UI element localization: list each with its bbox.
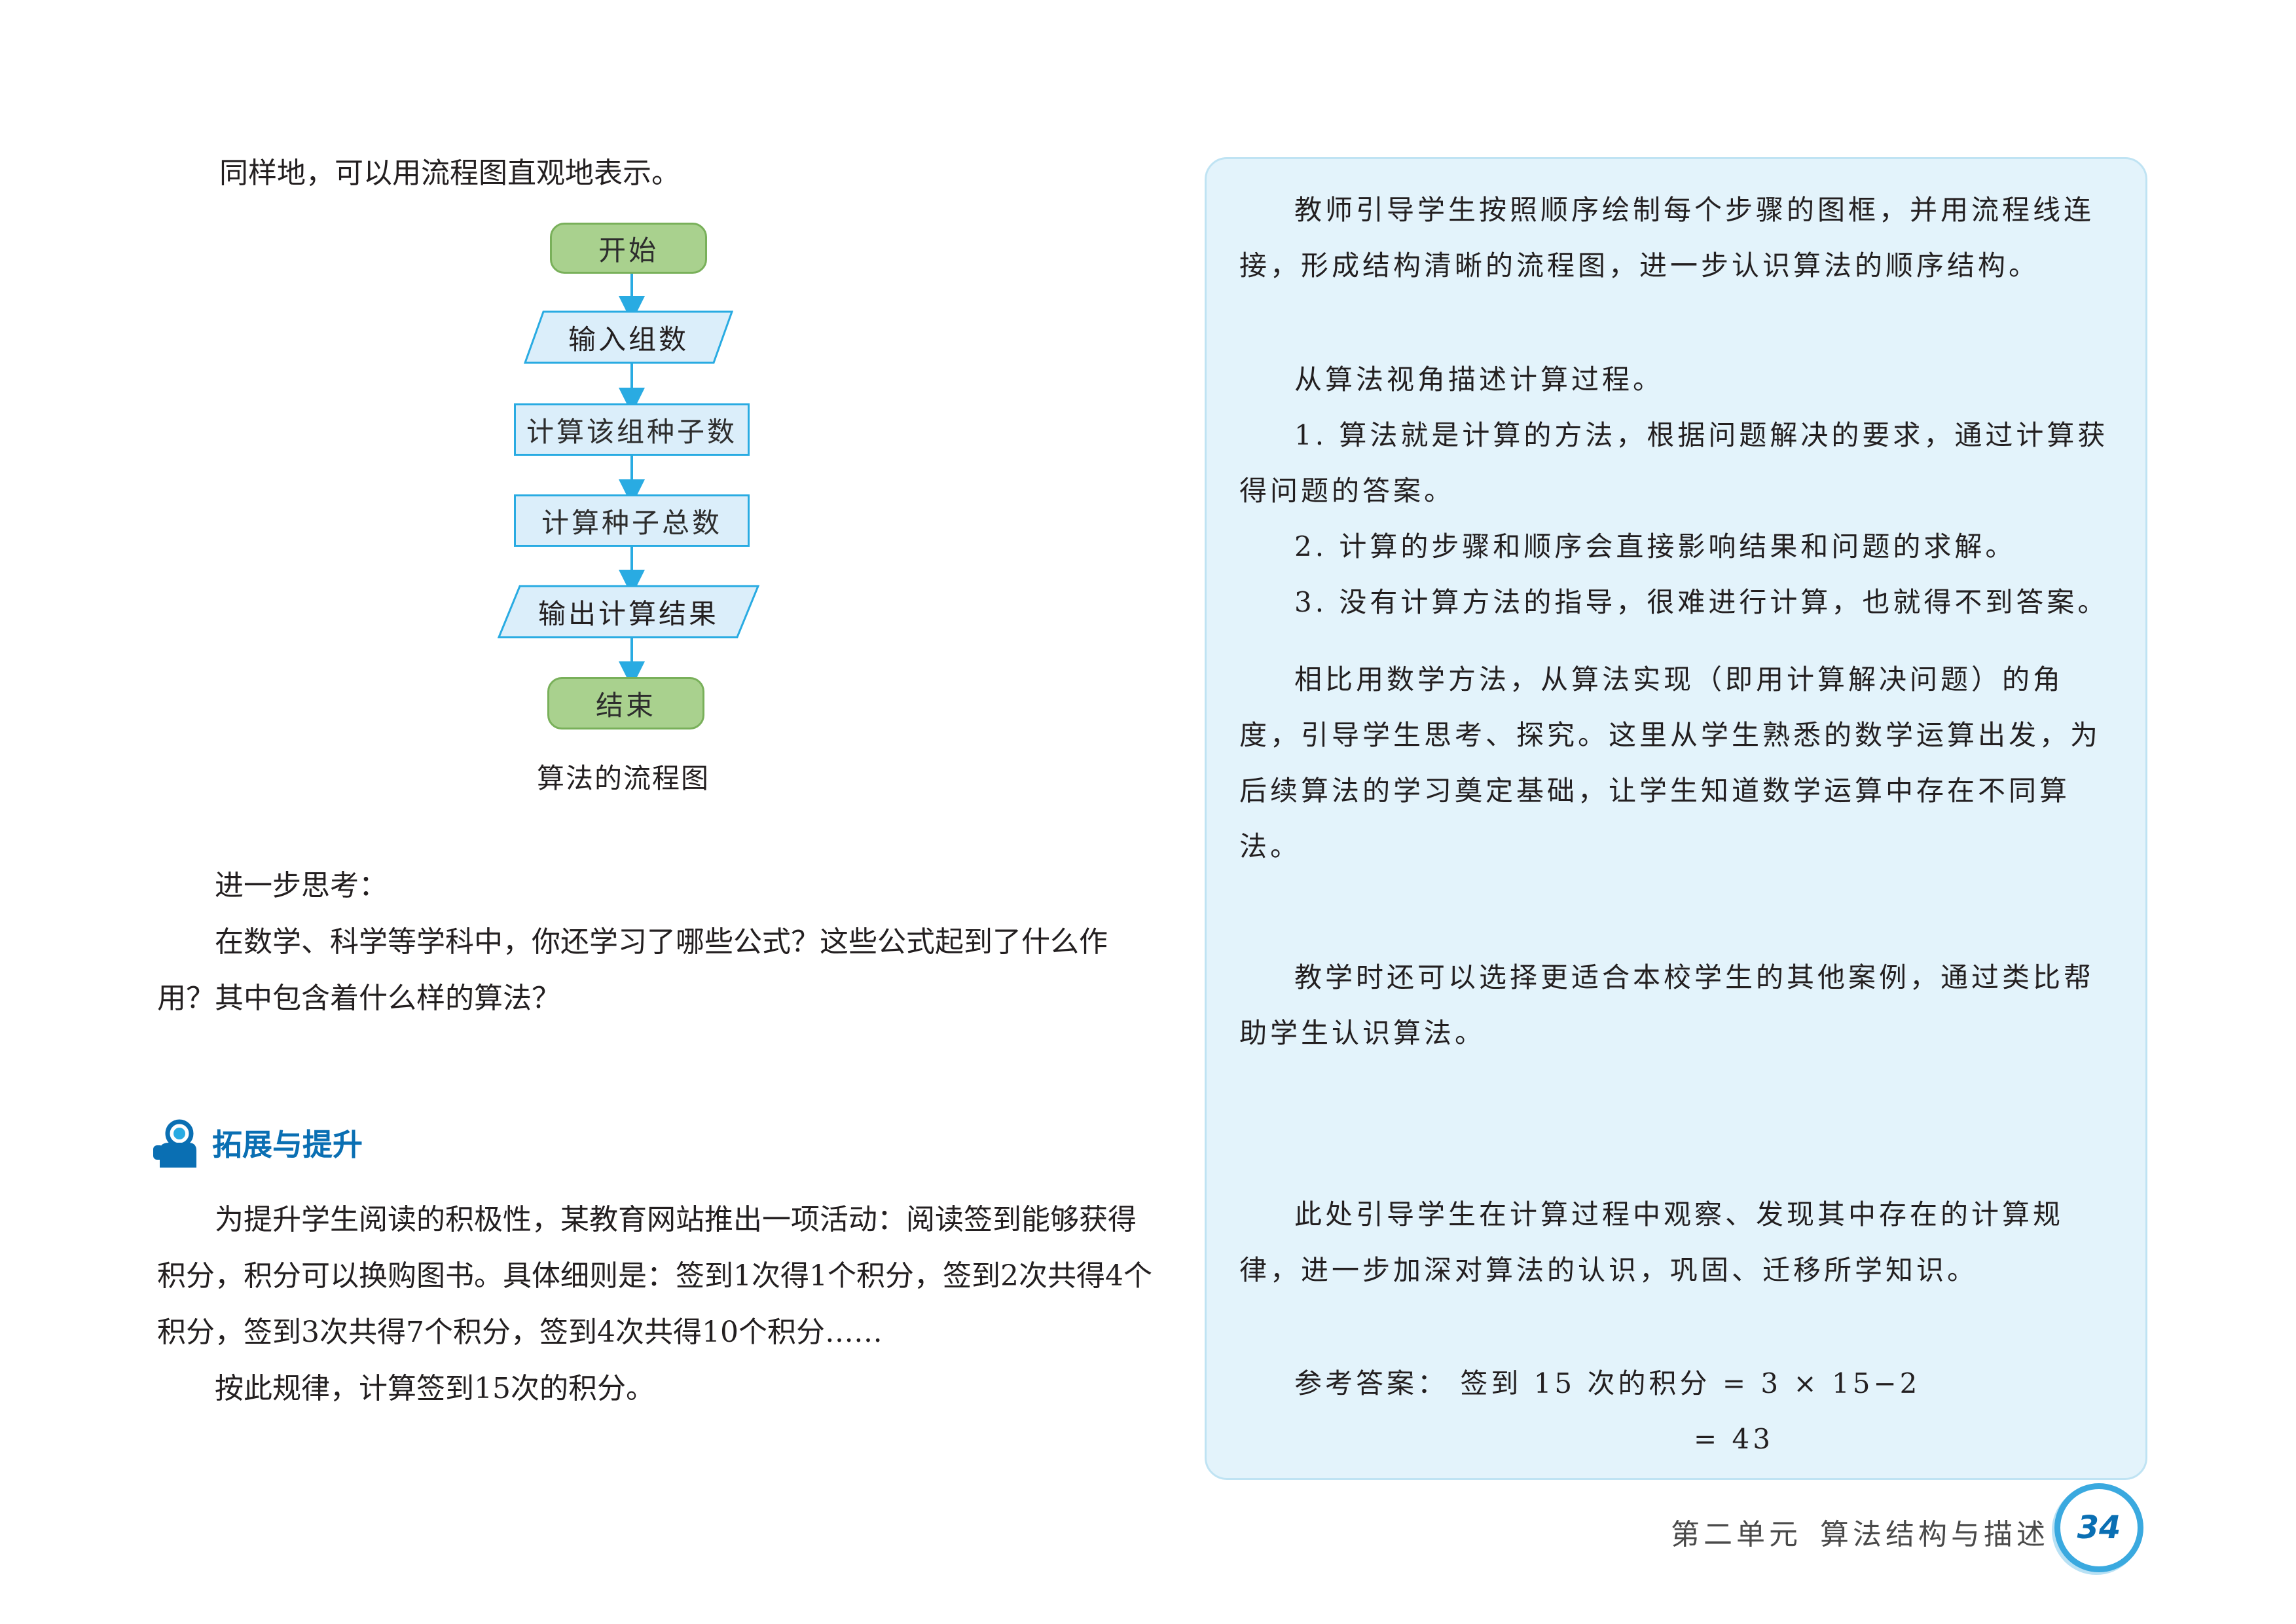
flowchart-step-1-label: 计算该组种子数 <box>526 415 737 448</box>
problem-paragraph-2: 按此规律，计算签到15次的积分。 <box>215 1372 655 1405</box>
flowchart-start-label: 开始 <box>598 234 659 267</box>
page-number-badge: 34 <box>2054 1483 2143 1572</box>
flowchart-end-label: 结束 <box>595 689 656 722</box>
answer-line-2: = 43 <box>1694 1423 1774 1455</box>
note-p7: 教学时还可以选择更适合本校学生的其他案例，通过类比帮助学生认识算法。 <box>1239 961 2095 1049</box>
flowchart-step-2-label: 计算种子总数 <box>541 506 722 539</box>
section-title: 拓展与提升 <box>212 1127 363 1162</box>
flowchart-caption: 算法的流程图 <box>537 762 710 794</box>
note-p4: 2. 计算的步骤和顺序会直接影响结果和问题的求解。 <box>1294 530 2016 563</box>
footer-unit: 第二单元 <box>1671 1518 1802 1551</box>
notes-group-3: 相比用数学方法，从算法实现（即用计算解决问题）的角度，引导学生思考、探究。这里从… <box>1239 652 2117 874</box>
parallelogram-shape <box>524 310 733 364</box>
parallelogram-shape <box>498 585 759 638</box>
flowchart-connectors <box>619 272 645 688</box>
answer-line-1: 参考答案： 签到 15 次的积分 = 3 × 15−2 <box>1294 1367 1921 1399</box>
flowchart-step-2: 计算种子总数 <box>514 494 750 547</box>
problem-paragraph-1: 为提升学生阅读的积极性，某教育网站推出一项活动：阅读签到能够获得积分，积分可以换… <box>157 1203 1152 1349</box>
note-p3: 1. 算法就是计算的方法，根据问题解决的要求，通过计算获得问题的答案。 <box>1239 419 2109 507</box>
note-p1: 教师引导学生按照顺序绘制每个步骤的图框，并用流程线连接，形成结构清晰的流程图，进… <box>1239 194 2095 282</box>
notes-group-5: 此处引导学生在计算过程中观察、发现其中存在的计算规律，进一步加深对算法的认识，巩… <box>1239 1187 2117 1298</box>
notes-group-2: 从算法视角描述计算过程。 1. 算法就是计算的方法，根据问题解决的要求，通过计算… <box>1239 352 2117 630</box>
section-heading: 拓展与提升 <box>151 1116 363 1169</box>
note-p8: 此处引导学生在计算过程中观察、发现其中存在的计算规律，进一步加深对算法的认识，巩… <box>1239 1198 2064 1286</box>
teacher-notes-panel <box>1205 157 2147 1480</box>
answer-block: 参考答案： 签到 15 次的积分 = 3 × 15−2 = 43 <box>1239 1356 2117 1467</box>
intro-line: 同样地，可以用流程图直观地表示。 <box>219 157 680 190</box>
flowchart-output-label: 输出计算结果 <box>538 597 719 630</box>
page-number: 34 <box>2077 1509 2121 1546</box>
problem-block: 为提升学生阅读的积极性，某教育网站推出一项活动：阅读签到能够获得积分，积分可以换… <box>157 1192 1159 1417</box>
note-p5: 3. 没有计算方法的指导，很难进行计算，也就得不到答案。 <box>1294 586 2109 618</box>
flowchart-output: 输出计算结果 <box>498 585 759 638</box>
notes-group-1: 教师引导学生按照顺序绘制每个步骤的图框，并用流程线连接，形成结构清晰的流程图，进… <box>1239 182 2117 293</box>
flowchart-end: 结束 <box>547 677 704 729</box>
flowchart: 开始 输入组数 计算该组种子数 计算种子总数 输出计算结果 结束 <box>484 216 786 805</box>
footer-topic: 算法结构与描述 <box>1820 1518 2049 1551</box>
think-body: 在数学、科学等学科中，你还学习了哪些公式？这些公式起到了什么作用？其中包含着什么… <box>157 925 1108 1015</box>
note-p6: 相比用数学方法，从算法实现（即用计算解决问题）的角度，引导学生思考、探究。这里从… <box>1239 663 2102 862</box>
intro-text: 同样地，可以用流程图直观地表示。 <box>219 145 1136 202</box>
notes-group-4: 教学时还可以选择更适合本校学生的其他案例，通过类比帮助学生认识算法。 <box>1239 950 2117 1061</box>
think-block: 进一步思考： 在数学、科学等学科中，你还学习了哪些公式？这些公式起到了什么作用？… <box>157 858 1159 1027</box>
flowchart-start: 开始 <box>550 223 707 274</box>
flowchart-input: 输入组数 <box>524 310 733 364</box>
think-title: 进一步思考： <box>215 869 388 902</box>
flowchart-step-1: 计算该组种子数 <box>514 403 750 456</box>
magnifier-person-icon <box>153 1119 196 1168</box>
note-p2: 从算法视角描述计算过程。 <box>1294 363 1664 396</box>
flowchart-input-label: 输入组数 <box>568 323 689 356</box>
